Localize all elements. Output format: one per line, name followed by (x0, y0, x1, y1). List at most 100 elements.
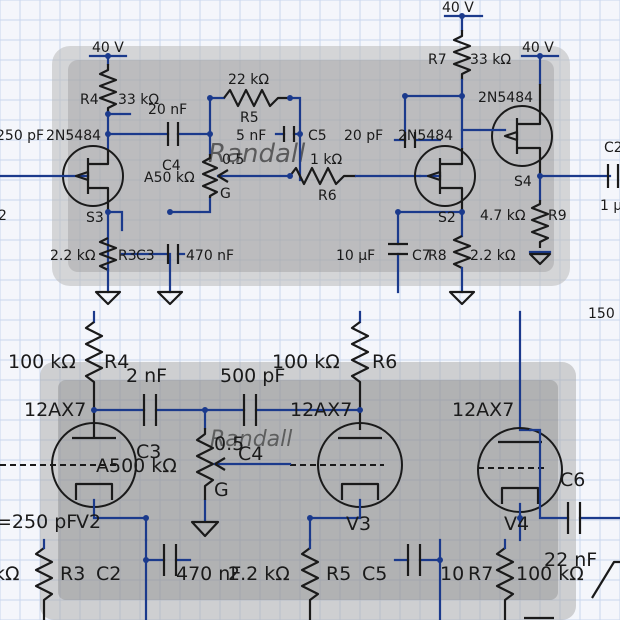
label-250pf-top: 250 pF (0, 128, 44, 144)
label-jfet-left: 2N5484 (46, 128, 101, 144)
label-jfet-right: 2N5484 (478, 90, 533, 106)
label-r9: R9 (548, 208, 567, 224)
label-40v-left: 40 V (92, 40, 124, 56)
resistor-r4-bottom (84, 321, 104, 410)
jfet-right (491, 105, 553, 167)
label-r8: R8 (428, 248, 447, 264)
label-r4-value: 33 kΩ (118, 92, 159, 108)
label-r6-value: 1 kΩ (310, 152, 342, 168)
label-r6: R6 (318, 188, 337, 204)
label-b-c4: C4 (238, 443, 263, 465)
label-b-r3: R3 (60, 563, 85, 585)
label-20pf: 20 pF (344, 128, 383, 144)
label-1mu: 1 μ (600, 198, 620, 214)
label-r4: R4 (80, 92, 99, 108)
capacitor-10uf (388, 242, 408, 256)
label-s3: S3 (86, 210, 104, 226)
labels-bottom: 100 kΩ R4 2 nF 500 pF 100 kΩ R6 12AX7 12… (0, 351, 597, 585)
capacitor-c5 (282, 126, 296, 142)
label-b-kohm: kΩ (0, 563, 20, 585)
label-b-v2: V2 (76, 511, 101, 533)
resistor-r7-top (452, 30, 472, 80)
capacitor-c5-bottom (406, 544, 422, 576)
label-b-v3: V3 (346, 513, 371, 535)
label-b-500pf: 500 pF (220, 365, 285, 387)
resistor-r3-bottom (34, 547, 54, 620)
resistor-r5-bottom (300, 547, 320, 620)
label-40v-mid: 40 V (442, 0, 474, 16)
label-b-470nf: 470 nF (176, 563, 241, 585)
label-s2: S2 (438, 210, 456, 226)
wire-nodes-bottom (91, 407, 523, 563)
label-b-22k: 2.2 kΩ (228, 563, 290, 585)
top-circuit (0, 13, 620, 306)
label-c4: C4 (162, 158, 181, 174)
label-150: 150 (588, 306, 615, 322)
label-b-tube3: 12AX7 (452, 399, 514, 421)
label-jfet-mid: 2N5484 (398, 128, 453, 144)
resistor-r4-top (98, 64, 118, 114)
amp-head-photo-top: Randall (52, 46, 570, 286)
wire-nodes-top (105, 13, 543, 215)
label-b-tube2: 12AX7 (290, 399, 352, 421)
label-pot-05: 0.5 (222, 152, 244, 168)
svg-text:Randall: Randall (208, 139, 306, 169)
resistor-r8-top (452, 235, 472, 269)
label-c5: C5 (308, 128, 327, 144)
label-b-r6-value: 100 kΩ (272, 351, 340, 373)
resistor-r9 (530, 200, 550, 248)
label-b-r5: R5 (326, 563, 351, 585)
capacitor-2nf (142, 394, 158, 426)
jfet-middle (414, 145, 476, 207)
resistor-r6-bottom (350, 321, 370, 430)
capacitor-470nf-bottom (162, 544, 178, 576)
label-b-r4-value: 100 kΩ (8, 351, 76, 373)
label-b-10: 10 (440, 563, 464, 585)
label-b-a500k: A500 kΩ (96, 455, 177, 477)
label-c3: C3 (136, 248, 155, 264)
capacitor-20pf (403, 132, 417, 148)
label-5nf: 5 nF (236, 128, 266, 144)
label-b-250pf: =250 pF (0, 511, 77, 533)
label-b-c6: C6 (560, 469, 585, 491)
resistor-r3-top (98, 237, 118, 271)
capacitor-20nf (166, 122, 180, 146)
amp-head-photo-bottom: Randall (40, 362, 576, 620)
label-2: 2 (0, 208, 7, 224)
label-b-c5: C5 (362, 563, 387, 585)
label-b-tube1: 12AX7 (24, 399, 86, 421)
label-b-100k: 100 kΩ (516, 563, 584, 585)
bottom-circuit (0, 310, 620, 620)
label-r9-value: 4.7 kΩ (480, 208, 526, 224)
label-r5: R5 (240, 110, 259, 126)
label-b-pot-g: G (214, 479, 229, 501)
label-b-c3: C3 (136, 441, 161, 463)
label-b-r4: R4 (104, 351, 129, 373)
label-b-2nf: 2 nF (126, 365, 167, 387)
resistor-r6 (289, 166, 356, 186)
resistor-r7-bottom (495, 547, 515, 620)
capacitor-470nf-top (166, 244, 180, 264)
label-s4: S4 (514, 174, 532, 190)
svg-text:Randall: Randall (210, 427, 292, 452)
label-b-r7: R7 (468, 563, 493, 585)
label-c7: C7 (412, 248, 431, 264)
capacitor-c2-out (606, 164, 620, 188)
label-b-pot-05: 0.5 (214, 433, 244, 455)
label-a50k: A50 kΩ (144, 170, 195, 186)
label-470nf-top: 470 nF (186, 248, 234, 264)
label-b-22nf: 22 nF (544, 549, 597, 571)
label-c2-right: C2 (604, 140, 620, 156)
label-b-c2: C2 (96, 563, 121, 585)
label-r7-value: 33 kΩ (470, 52, 511, 68)
label-r8-value: 2.2 kΩ (470, 248, 516, 264)
resistor-r5 (223, 88, 290, 108)
label-10uf: 10 μF (336, 248, 375, 264)
label-r7: R7 (428, 52, 447, 68)
labels-top: 40 V 40 V 40 V R4 33 kΩ 22 kΩ R5 20 nF 5… (0, 0, 620, 322)
label-b-v4: V4 (504, 513, 529, 535)
potentiometer-a500k (195, 428, 215, 500)
label-pot-g: G (220, 186, 231, 202)
